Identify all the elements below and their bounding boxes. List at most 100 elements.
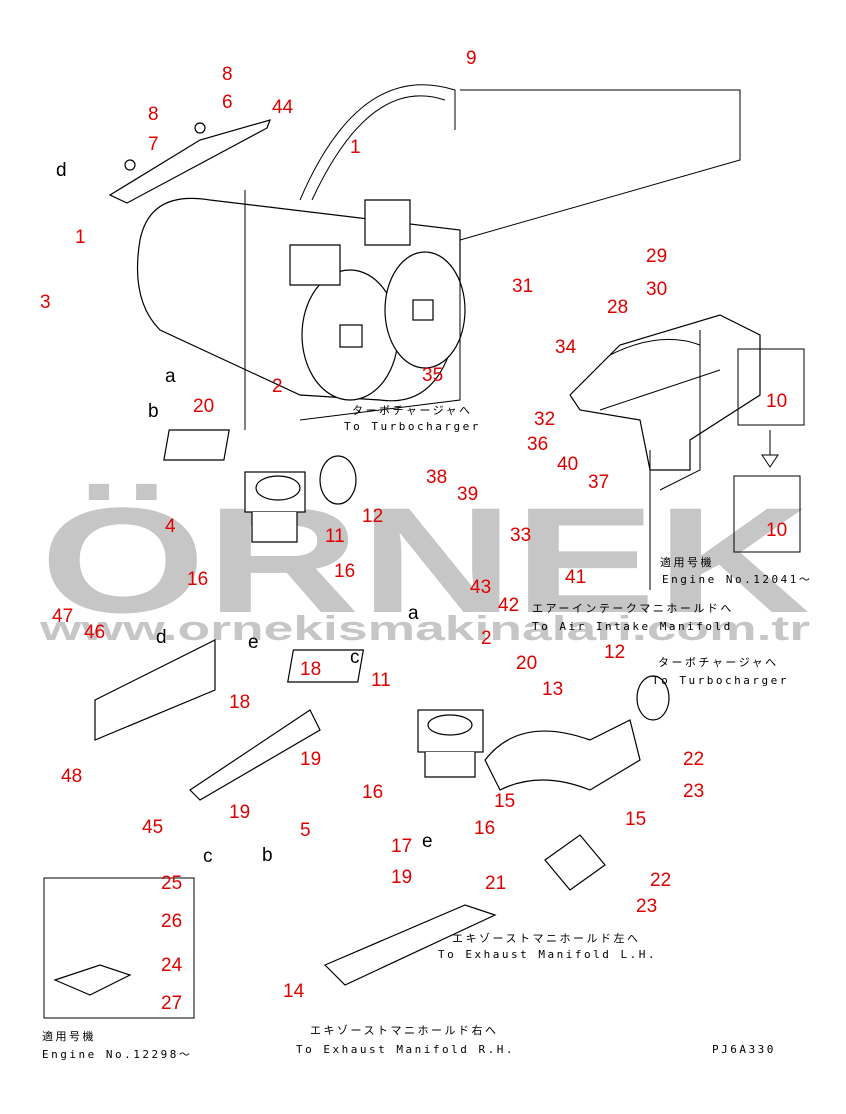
callout-number: 34 <box>555 337 577 358</box>
callout-number: 16 <box>362 782 383 803</box>
note-intake-jp: エアーインテークマニホールドへ <box>532 602 734 615</box>
callout-number: 4 <box>165 516 176 537</box>
callout-number: 19 <box>229 802 250 823</box>
note-exh-rh-jp: エキゾーストマニホールド右へ <box>310 1023 498 1037</box>
callout-number: 20 <box>516 653 537 674</box>
callout-number: 10 <box>766 391 787 412</box>
view-letter: e <box>422 831 433 852</box>
note-serial2-en: Engine No.12298～ <box>42 1048 192 1061</box>
callout-number: 27 <box>161 993 182 1014</box>
callout-number: 16 <box>474 818 495 839</box>
bracket-28 <box>569 314 761 471</box>
callout-number: 13 <box>542 679 563 700</box>
diagram-code: PJ6A330 <box>712 1043 776 1056</box>
callout-number: 43 <box>470 577 491 598</box>
callout-number: 6 <box>222 92 233 113</box>
view-letter: a <box>408 603 419 624</box>
callout-number: 22 <box>650 870 671 891</box>
callout-number: 2 <box>481 628 492 649</box>
callout-number: 1 <box>75 227 86 248</box>
callout-number: 21 <box>485 873 506 894</box>
view-letter: e <box>248 632 259 653</box>
callout-number: 9 <box>466 48 477 69</box>
note-exh-lh-en: To Exhaust Manifold L.H. <box>438 948 657 961</box>
callout-number: 41 <box>565 567 586 588</box>
callout-number: 17 <box>391 836 412 857</box>
callout-number: 28 <box>607 297 628 318</box>
callout-number: 38 <box>426 467 447 488</box>
callout-number: 3 <box>40 292 51 313</box>
callout-number: 44 <box>272 97 294 118</box>
inset-box-10a <box>737 348 805 426</box>
elbow-11-lower <box>287 649 670 791</box>
callout-number: 25 <box>161 873 182 894</box>
elbow-11-upper <box>163 429 357 543</box>
callout-number: 45 <box>142 817 163 838</box>
muffler-assembly <box>108 84 466 402</box>
callout-number: 19 <box>300 749 321 770</box>
view-letter: b <box>262 845 273 866</box>
watermark-url: www.ornekismakinalari.com.tr <box>38 610 810 648</box>
callout-number: 37 <box>588 472 609 493</box>
callout-number: 26 <box>161 911 182 932</box>
callout-number: 5 <box>300 820 311 841</box>
callout-number: 18 <box>300 659 321 680</box>
callout-number: 2 <box>272 376 283 397</box>
inset-box-25-27 <box>43 877 195 1019</box>
callout-number: 46 <box>84 622 105 643</box>
view-letter: d <box>156 627 167 648</box>
callout-number: 10 <box>766 520 787 541</box>
note-serial1-en: Engine No.12041～ <box>662 573 812 586</box>
callout-number: 12 <box>604 642 625 663</box>
callout-number: 24 <box>161 955 183 976</box>
callout-number: 8 <box>148 104 159 125</box>
note-serial2-jp: 適用号機 <box>42 1029 96 1043</box>
view-letter: d <box>56 160 67 181</box>
callout-number: 8 <box>222 64 233 85</box>
note-turbo-en: To Turbocharger <box>344 420 481 433</box>
note-turbo2-en: To Turbocharger <box>652 674 789 687</box>
callout-number: 14 <box>283 981 305 1002</box>
note-exh-lh-jp: エキゾーストマニホールド左へ <box>452 932 640 945</box>
note-turbo-jp: ターボチャージャへ <box>352 404 473 417</box>
view-letter: c <box>350 647 360 668</box>
callout-number: 7 <box>148 134 159 155</box>
callout-number: 15 <box>494 791 515 812</box>
callout-number: 47 <box>52 606 73 627</box>
callout-number: 48 <box>61 766 82 787</box>
callout-number: 16 <box>187 569 208 590</box>
callout-number: 22 <box>683 749 704 770</box>
callout-number: 40 <box>557 454 578 475</box>
callout-number: 31 <box>512 276 533 297</box>
view-letter: b <box>148 401 159 422</box>
callout-number: 15 <box>625 809 646 830</box>
note-exh-rh-en: To Exhaust Manifold R.H. <box>296 1043 515 1056</box>
callout-number: 16 <box>334 561 355 582</box>
inset-box-10b <box>733 475 801 553</box>
callout-number: 20 <box>193 396 214 417</box>
view-letter: c <box>203 846 213 867</box>
callout-number: 11 <box>371 670 391 691</box>
note-turbo2-jp: ターボチャージャへ <box>658 656 779 669</box>
note-intake-en: To Air Intake Manifold <box>532 620 733 633</box>
callout-number: 36 <box>527 434 548 455</box>
callout-number: 12 <box>362 506 383 527</box>
note-serial1-jp: 適用号機 <box>660 555 714 569</box>
callout-number: 30 <box>646 279 667 300</box>
callout-number: 19 <box>391 867 412 888</box>
callout-number: 1 <box>350 137 361 158</box>
watermark-logo: ÖRNEK <box>40 476 810 644</box>
callout-number: 11 <box>325 526 345 547</box>
callout-number: 33 <box>510 525 531 546</box>
callout-number: 23 <box>683 781 704 802</box>
callout-number: 42 <box>498 595 519 616</box>
callout-number: 32 <box>534 409 555 430</box>
callout-number: 29 <box>646 246 667 267</box>
plates <box>53 639 606 996</box>
callout-number: 35 <box>422 365 443 386</box>
callout-number: 39 <box>457 484 478 505</box>
